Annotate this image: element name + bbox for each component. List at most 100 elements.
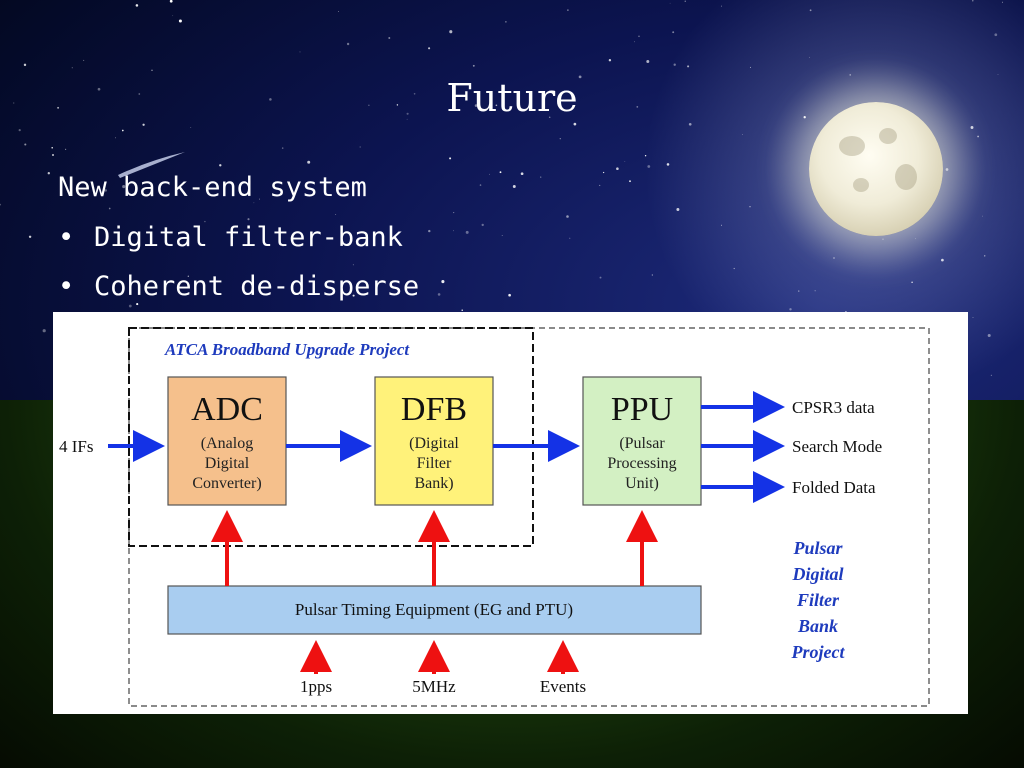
star — [977, 135, 979, 138]
star — [437, 293, 441, 296]
star — [808, 56, 811, 58]
star — [83, 59, 85, 61]
timing-input-label: 5MHz — [412, 677, 456, 696]
star — [281, 147, 284, 149]
star — [428, 47, 431, 50]
star — [151, 69, 153, 71]
star — [672, 31, 675, 34]
star — [499, 171, 502, 174]
project-label: Filter — [796, 590, 840, 610]
star — [636, 106, 639, 108]
star — [71, 67, 73, 69]
star — [638, 35, 640, 38]
star — [472, 64, 475, 67]
star — [687, 65, 690, 68]
star — [833, 257, 835, 259]
star — [911, 281, 913, 283]
star — [972, 317, 974, 319]
star — [599, 276, 602, 279]
star — [479, 184, 482, 186]
star — [566, 215, 569, 218]
star — [453, 212, 455, 214]
star — [982, 215, 983, 217]
star — [406, 118, 408, 120]
star — [47, 172, 50, 175]
star — [599, 184, 601, 186]
star — [335, 214, 337, 215]
star — [169, 0, 173, 3]
star — [720, 5, 722, 7]
star — [359, 146, 361, 148]
moon-icon — [809, 102, 943, 236]
star — [28, 235, 32, 239]
star — [941, 258, 944, 262]
star — [122, 185, 126, 189]
adc-title: ADC — [191, 391, 263, 428]
star — [114, 137, 116, 139]
star — [461, 309, 463, 312]
star — [121, 129, 124, 132]
star — [644, 155, 647, 157]
star — [42, 329, 46, 333]
star — [24, 143, 27, 146]
star — [57, 106, 60, 109]
star — [449, 157, 452, 160]
star — [178, 19, 182, 23]
star — [338, 11, 339, 12]
star — [749, 206, 751, 208]
star — [741, 134, 743, 135]
star — [259, 198, 261, 200]
star — [798, 290, 800, 292]
star — [388, 37, 391, 39]
star — [501, 235, 503, 236]
dfb-text: Filter — [417, 455, 452, 472]
star — [608, 59, 612, 62]
star — [512, 185, 516, 188]
star — [647, 165, 651, 168]
ppu-text: (Pulsar — [619, 435, 665, 452]
star — [453, 230, 455, 232]
star — [142, 123, 145, 126]
star — [688, 122, 692, 126]
star — [253, 202, 255, 204]
dfb-text: Bank) — [414, 475, 453, 492]
star — [1002, 1, 1003, 3]
star — [51, 147, 53, 149]
star — [634, 41, 635, 43]
star — [219, 164, 222, 167]
star — [352, 264, 354, 266]
star — [505, 21, 507, 23]
project-label: Pulsar — [792, 538, 843, 558]
ppu-text: Processing — [607, 455, 676, 472]
project-label: Digital — [791, 564, 843, 584]
star — [97, 87, 101, 91]
ppu-text: Unit) — [625, 475, 659, 492]
star — [190, 127, 192, 129]
adc-text: Digital — [205, 455, 250, 472]
star — [520, 172, 524, 176]
star — [569, 237, 571, 239]
star — [0, 203, 1, 206]
star — [65, 148, 67, 150]
star — [578, 75, 582, 79]
star — [624, 160, 626, 162]
star — [567, 9, 569, 11]
project-label: Bank — [797, 616, 838, 636]
star — [882, 238, 884, 240]
star — [481, 223, 484, 227]
star — [573, 122, 577, 126]
star — [849, 74, 851, 76]
adc-text: (Analog — [201, 435, 253, 452]
star — [548, 116, 551, 118]
star — [559, 138, 561, 140]
input-label: 4 IFs — [59, 437, 93, 456]
bullet-item: •Digital filter-bank — [58, 222, 403, 253]
shooting-star — [118, 152, 185, 178]
output-label: CPSR3 data — [792, 398, 875, 417]
timing-input-label: Events — [540, 677, 586, 696]
star — [428, 229, 431, 233]
star — [629, 180, 631, 183]
star — [247, 218, 250, 221]
star — [346, 42, 350, 46]
star — [495, 104, 498, 107]
